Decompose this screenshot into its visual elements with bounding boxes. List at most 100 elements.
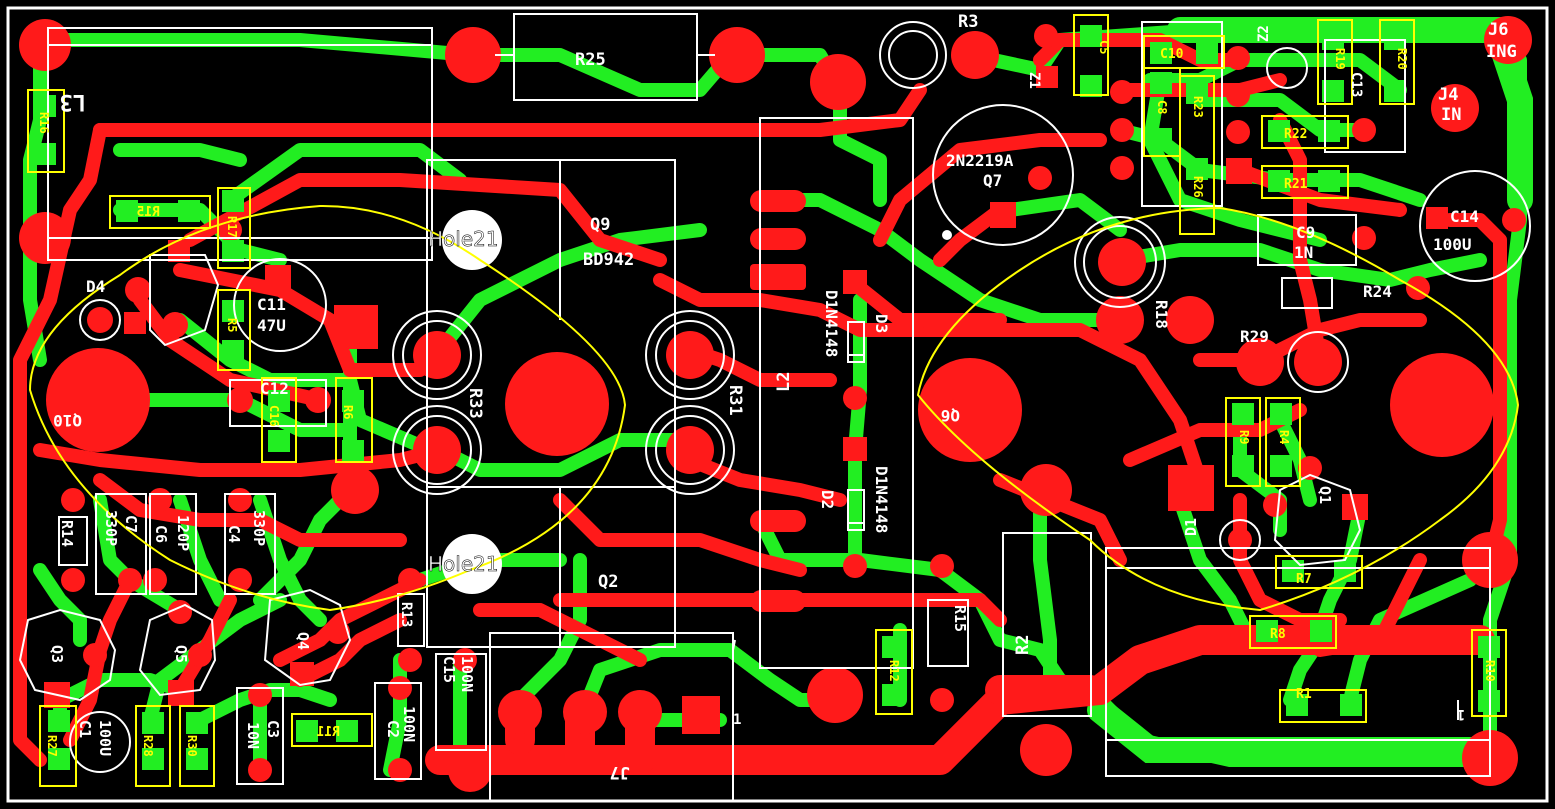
label-d4-top: D4 [86, 277, 105, 296]
label-c2-val: 100N [400, 706, 418, 742]
label-c7: C7 [122, 515, 140, 533]
label-q6: Q6 [941, 406, 960, 425]
label-r8-bottom: R8 [1270, 627, 1286, 642]
mounting-holes [442, 210, 952, 594]
label-r4-bottom: R4 [1277, 430, 1291, 444]
label-r9-bottom: R9 [1237, 430, 1251, 444]
label-j4: J4 [1438, 85, 1458, 105]
label-r30-bottom: R30 [185, 735, 199, 757]
label-c1-val: 100U [96, 720, 114, 756]
label-r12-bottom: R12 [887, 660, 901, 682]
label-q9: Q9 [590, 215, 610, 235]
bottom-silk-boxes [27, 14, 1507, 787]
label-d1: D1 [1182, 518, 1200, 536]
label-c9: C9 [1296, 223, 1315, 242]
label-c16-bottom: C16 [267, 405, 281, 427]
label-r5-bottom: R5 [225, 318, 239, 332]
label-c10-bottom: C10 [1160, 47, 1184, 62]
hole21-top [442, 210, 502, 270]
q9-tab-pad [505, 352, 609, 456]
label-r27-bottom: R27 [45, 735, 59, 757]
label-c6: C6 [152, 525, 170, 543]
label-r13: R13 [398, 602, 414, 627]
label-c14: C14 [1450, 207, 1479, 226]
label-l2: L2 [774, 372, 794, 392]
label-r24: R24 [1363, 282, 1392, 301]
label-r1-bottom: R1 [1296, 687, 1312, 702]
label-q7: Q7 [983, 171, 1002, 190]
q6-pad [918, 358, 1022, 462]
label-r14: R14 [58, 520, 76, 547]
label-2n2219a: 2N2219A [946, 151, 1014, 170]
label-r25: R25 [575, 50, 606, 70]
label-q2: Q2 [598, 572, 618, 592]
label-z2: Z2 [1256, 25, 1272, 42]
label-r19-bottom: R19 [1333, 48, 1347, 70]
board-outline [6, 6, 1549, 803]
label-r26-bottom: R26 [1191, 176, 1205, 198]
label-c15-val: 100N [458, 656, 476, 692]
label-d3: D3 [872, 314, 891, 333]
label-hole21-top: Hole21 [428, 227, 499, 251]
label-r15: R15 [951, 605, 969, 632]
label-c6-val: 120P [174, 515, 192, 551]
label-r23-bottom: R23 [1191, 96, 1205, 118]
label-c12: C12 [260, 379, 289, 398]
label-r6-bottom: R6 [341, 405, 355, 419]
q10-pad [46, 348, 150, 452]
label-r3: R3 [958, 12, 978, 32]
label-r18: R18 [1152, 300, 1171, 329]
label-r28-bottom: R28 [141, 735, 155, 757]
label-c5-bottom: C5 [1097, 40, 1111, 54]
label-c11: C11 [257, 295, 286, 314]
hole21-bottom [442, 534, 502, 594]
label-q10: Q10 [53, 411, 82, 430]
label-c9-val: 1N [1294, 243, 1313, 262]
label-in: IN [1441, 105, 1461, 125]
label-r7-bottom: R7 [1296, 572, 1312, 587]
label-bd942: BD942 [583, 250, 634, 270]
label-r2: R2 [1013, 635, 1033, 655]
label-d2: D2 [818, 490, 837, 509]
label-c2: C2 [384, 720, 402, 738]
label-hole21-bottom: Hole21 [428, 552, 499, 576]
label-q5: Q5 [172, 645, 190, 663]
label-r17-bottom: R17 [225, 216, 239, 238]
label-z1: Z1 [1026, 72, 1042, 89]
label-c4-val: 330P [250, 510, 268, 546]
label-r21-bottom: R21 [1284, 177, 1308, 192]
label-d3-part: D1N4148 [822, 290, 841, 357]
label-c8-bottom: C8 [1155, 100, 1169, 114]
label-pin1-right: 1 [1457, 706, 1465, 722]
label-c3: C3 [264, 720, 282, 738]
bottom-silk-labels: R15 R11 R1 R7 R8 R22 R21 C10 C5 R19 R20 … [37, 40, 1497, 757]
heatsink-outlines [28, 204, 1520, 612]
label-r16-bottom: R16 [37, 112, 51, 134]
label-c15: C15 [440, 656, 458, 683]
label-r20-bottom: R20 [1395, 48, 1409, 70]
silkscreen-labels: R25 R3 J6 ING J4 IN 2N2219A Q7 C14 100U … [48, 12, 1517, 782]
label-c14-val: 100U [1433, 235, 1472, 254]
label-l3: L3 [60, 89, 87, 114]
label-q1: Q1 [1316, 486, 1334, 504]
label-c7-val: 330P [102, 510, 120, 546]
label-q3: Q3 [48, 645, 66, 663]
label-pin1: 1 [733, 712, 741, 728]
label-r10-bottom: R10 [1483, 660, 1497, 682]
label-q4: Q4 [294, 632, 312, 650]
label-c13: C13 [1348, 72, 1364, 97]
label-r11-bottom: R11 [316, 725, 340, 740]
label-j6: J6 [1488, 20, 1508, 40]
bottom-pads [34, 25, 1500, 770]
label-c3-val: 10N [244, 722, 262, 749]
top-pads [19, 16, 1532, 792]
label-r31: R31 [725, 385, 745, 416]
q8-pad [1390, 353, 1494, 457]
label-c1: C1 [76, 720, 94, 738]
label-r15-bottom: R15 [137, 205, 160, 220]
label-ing: ING [1486, 42, 1517, 62]
label-j7: J7 [610, 762, 630, 782]
label-c4: C4 [225, 525, 243, 543]
label-r29: R29 [1240, 327, 1269, 346]
